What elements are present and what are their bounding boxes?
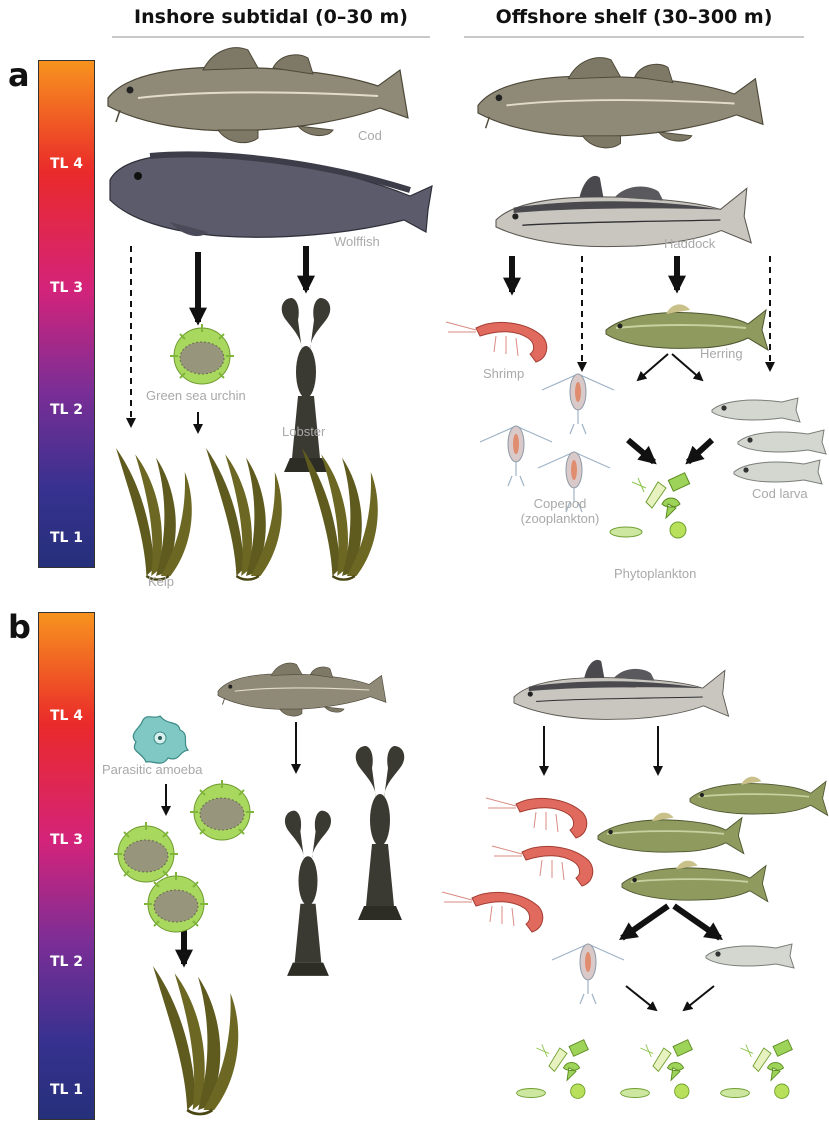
kelp-illustration-b (153, 966, 238, 1114)
label-parasitic-amoeba: Parasitic amoeba (102, 762, 202, 777)
label-copepod-line1: Copepod (500, 496, 620, 511)
amoeba-illustration (133, 716, 188, 763)
label-wolffish: Wolffish (334, 234, 380, 249)
haddock-illustration-b (514, 660, 729, 720)
shrimp-illustration-a (446, 322, 547, 362)
label-haddock: Haddock (664, 236, 715, 251)
cod-illustration-b (218, 663, 386, 716)
shrimp-illustration-b (442, 798, 593, 932)
label-kelp: Kelp (148, 574, 174, 589)
lobster-illustration-b (285, 746, 404, 976)
cod-illustration-offshore-a (478, 58, 763, 148)
herring-illustration-b (598, 777, 828, 902)
copepod-illustration-a (480, 374, 614, 512)
herring-illustration-a (606, 304, 768, 350)
urchin-illustration-b (114, 780, 254, 932)
label-lobster: Lobster (282, 424, 325, 439)
label-phytoplankton: Phytoplankton (614, 566, 696, 581)
kelp-illustration-a (116, 448, 378, 580)
cod-larva-illustration-b (706, 944, 794, 968)
urchin-illustration-a (170, 324, 234, 384)
label-herring: Herring (700, 346, 743, 361)
label-shrimp: Shrimp (483, 366, 524, 381)
phytoplankton-illustration-a (610, 473, 690, 538)
phytoplankton-illustration-b (517, 1040, 793, 1099)
label-cod: Cod (358, 128, 382, 143)
wolffish-illustration (110, 154, 432, 238)
label-cod-larva: Cod larva (752, 486, 808, 501)
label-green-sea-urchin: Green sea urchin (146, 388, 246, 403)
cod-larva-illustration-a (712, 398, 826, 484)
label-copepod: Copepod (zooplankton) (500, 496, 620, 526)
label-copepod-line2: (zooplankton) (500, 511, 620, 526)
copepod-illustration-b (552, 944, 624, 1004)
lobster-illustration-a (282, 298, 331, 472)
